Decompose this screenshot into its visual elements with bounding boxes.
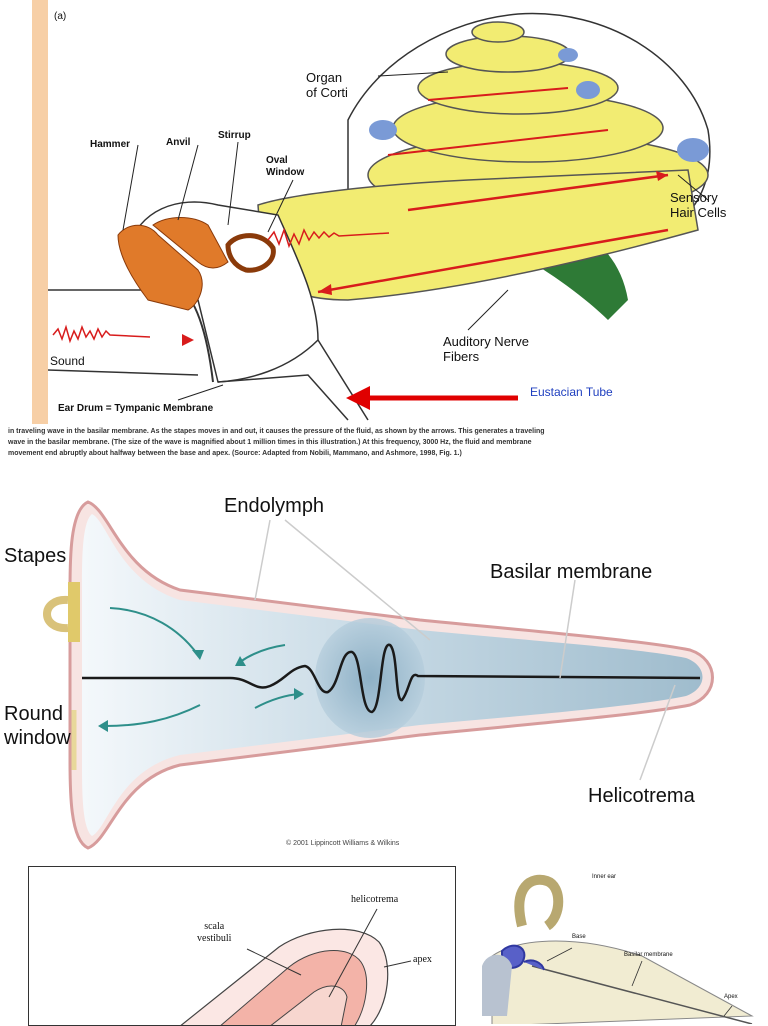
caption-line-3: movement end abruptly about halfway betw… (8, 450, 462, 457)
flow-arrowhead-b4 (98, 720, 108, 732)
figure-a-caption: in traveling wave in the basilar membran… (8, 426, 768, 474)
flow-arrowhead-1 (656, 171, 668, 181)
label-auditory-line1: Auditory Nerve (443, 334, 529, 349)
leader-helicotrema (639, 684, 676, 781)
cochlea-tube-d (491, 940, 754, 1024)
label-inner-ear: Inner ear (592, 874, 617, 880)
caption-line-1: in traveling wave in the basilar membran… (8, 428, 545, 435)
basilar-membrane-line (82, 643, 701, 714)
flow-arrow-3 (387, 129, 609, 156)
flow-arrow-b2 (239, 644, 286, 663)
label-scala-vestibuli: scala vestibuli (197, 921, 231, 945)
leader-base (546, 947, 573, 962)
label-oval-window: Oval Window (266, 155, 304, 179)
grey-vestibule (482, 954, 512, 1016)
flow-arrow-2 (317, 228, 669, 294)
label-hammer: Hammer (90, 139, 131, 150)
stapes-shape (43, 595, 69, 633)
leader-basilar (559, 579, 576, 679)
basilar-membrane-d (531, 965, 753, 1024)
leader-lines (122, 71, 709, 401)
ear-anatomy-illustration (48, 12, 711, 421)
flow-arrow-b1 (109, 607, 199, 656)
leader-endolymph-2 (284, 519, 431, 641)
wave-bulge-region (315, 618, 425, 738)
eustachian-tube (217, 339, 369, 421)
label-round-window-line1: Round (4, 703, 63, 725)
label-oval-window-line1: Oval (266, 155, 288, 166)
leader-basilar-d (631, 960, 643, 987)
label-auditory-line2: Fibers (443, 349, 480, 364)
flow-arrowhead-b1 (192, 650, 204, 660)
cochlea-base (257, 169, 699, 301)
cochlea-uncoiled-diagram (43, 500, 714, 850)
panel-letter-a: (a) (54, 11, 67, 22)
inner-ear-basilar-diagram (482, 874, 754, 1024)
label-apex-c: apex (413, 954, 432, 965)
anvil (152, 217, 229, 269)
hair-cell-region-1 (369, 120, 397, 140)
label-organ-of-corti: Organ of Corti (306, 70, 348, 100)
caption-line-2: wave in the basilar membrane. (The size … (8, 439, 532, 446)
label-basilar-membrane-d: Basilar membrane (624, 952, 673, 958)
leader-apex (383, 960, 412, 968)
sound-arrowhead (182, 334, 194, 346)
label-sensory-hair-cells: Sensory Hair Cells (670, 190, 726, 220)
cochlea-apex (471, 21, 525, 43)
hair-cell-region-3 (677, 138, 709, 162)
label-scala-line1: scala (204, 921, 225, 932)
label-sensory-line2: Hair Cells (670, 205, 727, 220)
stirrup (225, 233, 276, 273)
label-apex-d: Apex (724, 994, 738, 1000)
figure-c: helicotrema scala vestibuli apex (28, 866, 456, 1026)
label-endolymph: Endolymph (224, 495, 325, 517)
label-organ-of-corti-line1: Organ (306, 70, 343, 85)
label-round-window: Round window (4, 702, 71, 750)
traveling-wave-trace (267, 227, 390, 249)
label-scala-line2: vestibuli (197, 933, 232, 944)
leader-helicotrema-c (328, 908, 378, 998)
label-oval-window-line2: Window (266, 167, 305, 178)
label-sound: Sound (50, 354, 85, 368)
figure-a: (a) Organ of Corti Hammer Anvil Stirrup … (32, 0, 768, 424)
stapes-footplate (68, 582, 80, 642)
hair-cell-region-4 (558, 48, 578, 62)
flow-arrowhead-2 (318, 284, 332, 295)
sound-wave (52, 324, 151, 344)
figure-a-inner: (a) Organ of Corti Hammer Anvil Stirrup … (48, 0, 768, 424)
flow-arrow-4 (427, 87, 569, 101)
label-organ-of-corti-line2: of Corti (306, 85, 348, 100)
label-eustachian-tube: Eustacian Tube (530, 385, 613, 399)
cochlea-cross-section-diagram (180, 908, 412, 1025)
label-ear-drum: Ear Drum = Tympanic Membrane (58, 403, 214, 414)
figure-b: Endolymph Stapes Basilar membrane Round … (0, 480, 768, 860)
leader-scala (246, 948, 302, 976)
flow-arrow-b4 (104, 704, 201, 727)
leader-apex-d (723, 1005, 733, 1017)
label-auditory-nerve-fibers: Auditory Nerve Fibers (443, 334, 529, 364)
semicircular-canal (514, 874, 564, 931)
label-anvil: Anvil (166, 137, 191, 148)
label-helicotrema: Helicotrema (588, 785, 695, 807)
label-basilar-membrane: Basilar membrane (490, 561, 653, 583)
label-helicotrema-c: helicotrema (351, 894, 399, 905)
eustachian-arrowhead (346, 386, 370, 410)
flow-arrowhead-b3 (294, 688, 304, 700)
leader-endolymph-1 (254, 519, 271, 601)
label-round-window-line2: window (4, 727, 71, 749)
label-stirrup: Stirrup (218, 130, 251, 141)
figure-b-copyright: © 2001 Lippincott Williams & Wilkins (286, 840, 400, 847)
label-sensory-line1: Sensory (670, 190, 718, 205)
flow-arrowhead-b2 (235, 656, 246, 666)
hammer (117, 224, 203, 311)
flow-arrow-1 (407, 173, 669, 212)
label-stapes: Stapes (4, 545, 67, 567)
figure-d: Inner ear Base Basilar membrane Apex (462, 866, 768, 1024)
label-base: Base (572, 934, 586, 940)
inner-duct (270, 985, 348, 1025)
hair-cell-region-2 (576, 81, 600, 99)
